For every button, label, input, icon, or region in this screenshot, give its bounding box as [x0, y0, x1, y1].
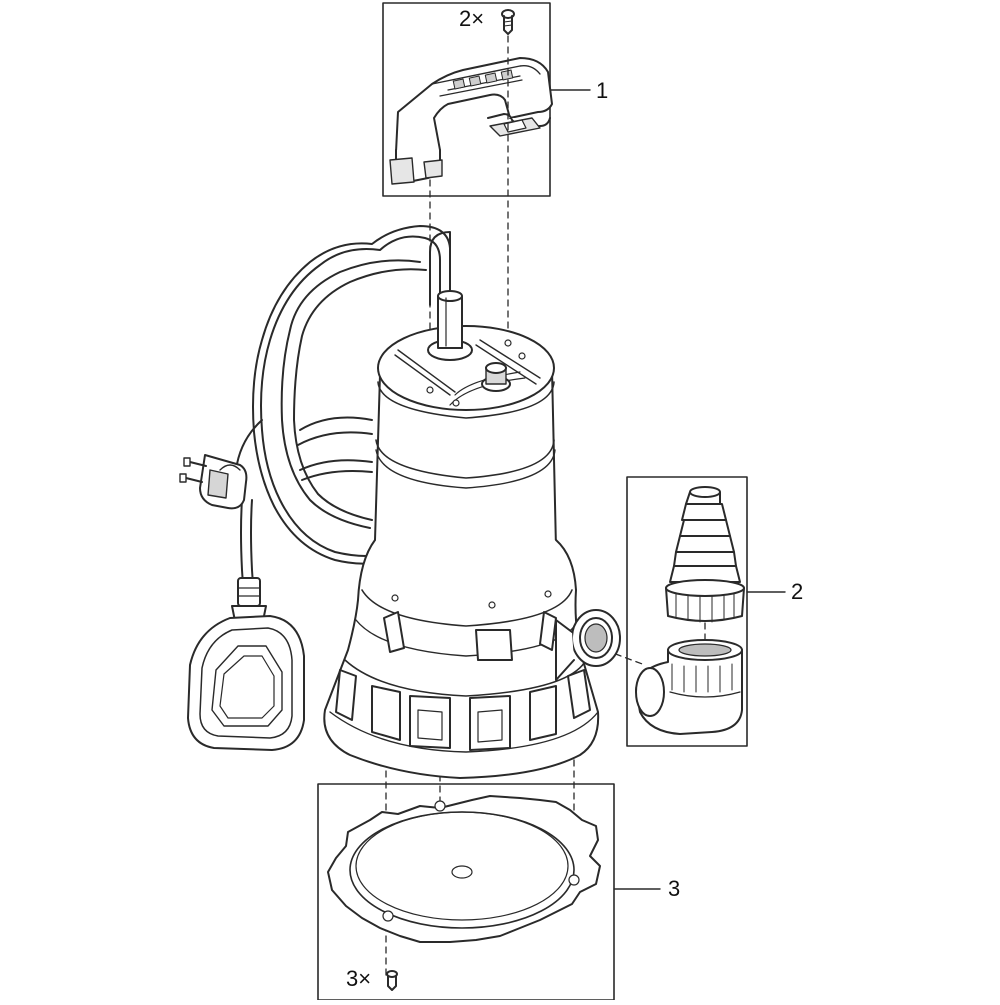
- base-plate: [327, 795, 601, 943]
- callout-1: 1: [596, 78, 609, 103]
- quantity-base-screws: 3×: [346, 966, 372, 991]
- handle-screw-icon: [501, 9, 515, 35]
- quantity-handle-screws: 2×: [459, 6, 485, 31]
- callout-2: 2: [791, 579, 804, 604]
- callout-3: 3: [668, 876, 681, 901]
- base-screw-icon: [386, 970, 398, 991]
- elbow-fitting: [635, 639, 743, 735]
- power-plug-icon: [179, 454, 248, 510]
- handle: [389, 57, 553, 185]
- hose-connector: [665, 486, 745, 623]
- fittings-detail-box: [626, 476, 748, 747]
- pump-body: [323, 290, 621, 779]
- float-switch: [187, 577, 305, 751]
